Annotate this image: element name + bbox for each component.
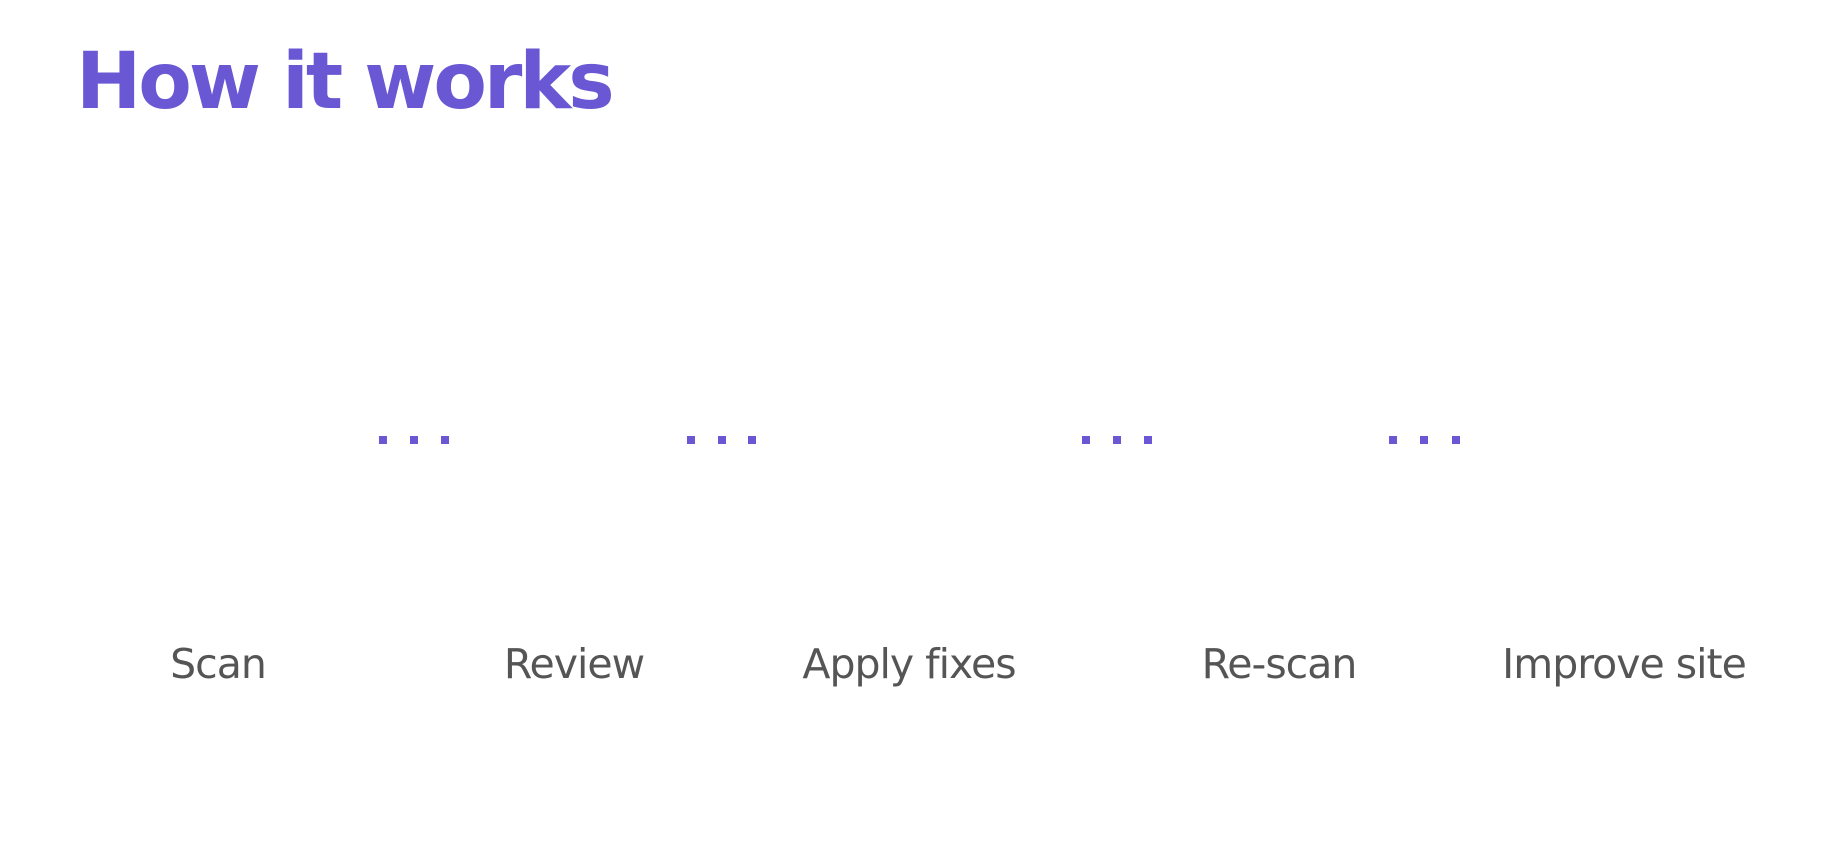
- connector-dot: [379, 436, 387, 444]
- step-label: Review: [503, 640, 645, 688]
- step-label: Re-scan: [1201, 640, 1358, 688]
- connector-dot: [687, 436, 695, 444]
- connector-dot: [1452, 436, 1460, 444]
- connector-dot: [410, 436, 418, 444]
- page-title: How it works: [76, 37, 615, 127]
- step-label: Scan: [170, 640, 267, 688]
- connector-dot: [748, 436, 756, 444]
- connector-dot: [441, 436, 449, 444]
- connector-dot: [718, 436, 726, 444]
- step-label: Apply fixes: [802, 640, 1016, 688]
- connector-dot: [1082, 436, 1090, 444]
- connector-dot: [1113, 436, 1121, 444]
- step-label: Improve site: [1502, 640, 1747, 688]
- connector-dot: [1389, 436, 1397, 444]
- connector-dot: [1420, 436, 1428, 444]
- connector-dot: [1144, 436, 1152, 444]
